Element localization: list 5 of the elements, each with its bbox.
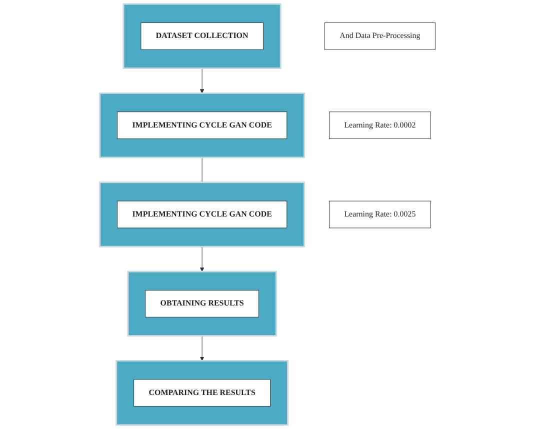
cluster: [99, 92, 306, 158]
cluster: [127, 270, 277, 337]
cluster: [122, 3, 282, 69]
cluster: [116, 360, 289, 426]
cluster: [99, 182, 306, 248]
